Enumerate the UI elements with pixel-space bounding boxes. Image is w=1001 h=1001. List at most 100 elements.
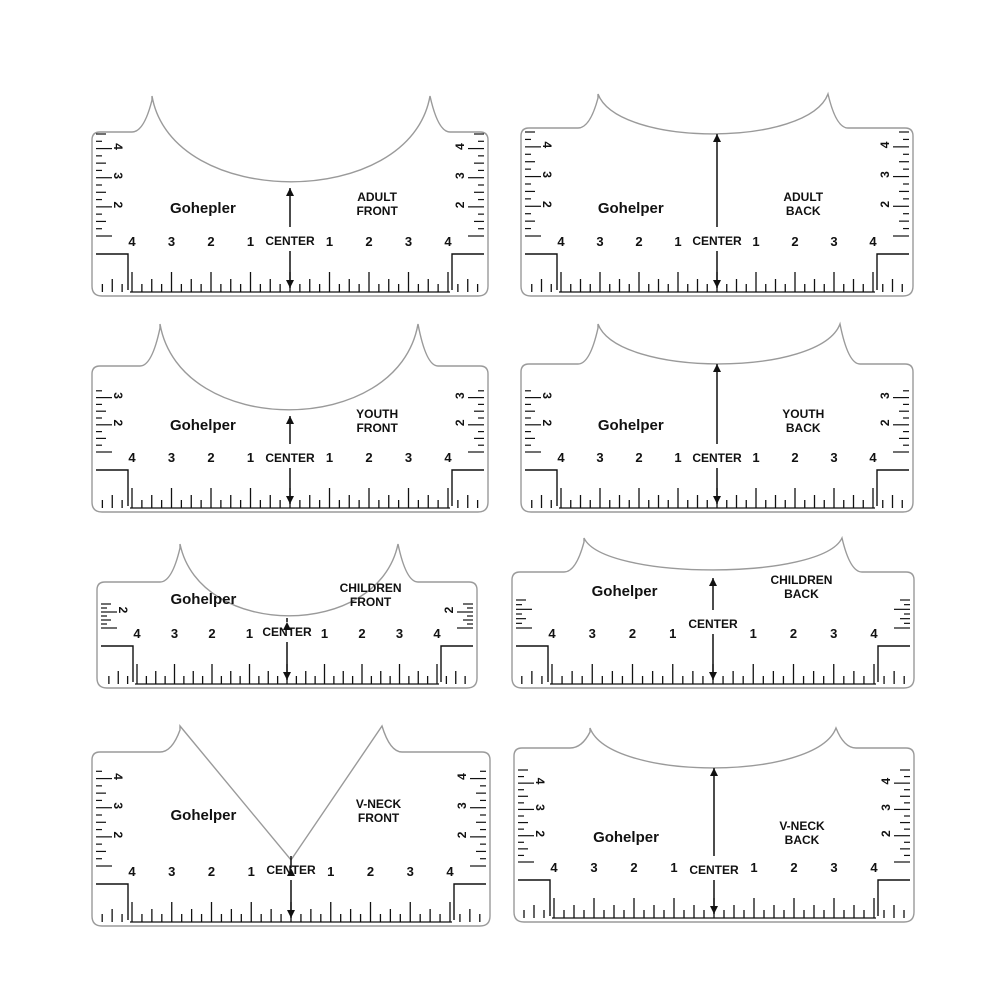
arrow-head-down [713,280,721,288]
inch-number: 2 [635,234,642,249]
side-number-left: 3 [111,802,125,809]
corner-mark-right [877,879,910,916]
ruler-side-label: BACK [784,587,819,601]
inch-number: 1 [246,626,253,641]
ruler-side-label: FRONT [358,811,400,825]
ruler-outline [96,543,478,689]
brand-name: Gohelper [171,807,237,824]
inch-number: 2 [207,234,214,249]
side-number-left: 3 [540,392,554,399]
inch-number: 1 [327,864,334,879]
side-scales [96,770,486,867]
side-number-right: 4 [453,143,467,150]
center-label: CENTER [689,863,739,877]
center-label: CENTER [692,234,742,248]
inch-number: 2 [635,450,642,465]
arrow-head-up [710,768,718,776]
arrow-head-up [287,868,295,876]
inch-number: 4 [444,234,452,249]
inch-number: 3 [596,450,603,465]
inch-number: 3 [171,626,178,641]
arrow-head-up [286,188,294,196]
ruler-side-label: BACK [785,833,820,847]
bottom-ticks [101,488,479,509]
side-number-left: 3 [540,171,554,178]
inch-number: 3 [596,234,603,249]
arrow-head-down [286,496,294,504]
ruler-size-label: V-NECK [779,819,825,833]
inch-number: 3 [168,450,175,465]
bottom-ticks [523,898,905,919]
inch-number: 3 [168,864,175,879]
brand-name: Gohelper [598,417,664,434]
side-number-right: 2 [453,201,467,208]
side-number-right: 3 [878,392,892,399]
center-arrow [710,768,718,914]
inch-number: 4 [446,864,454,879]
side-number-right: 3 [879,804,893,811]
inch-number: 4 [557,450,565,465]
corner-mark-right [451,469,484,506]
arrow-head-down [713,496,721,504]
corner-mark-left [96,883,129,920]
inch-number: 2 [367,864,374,879]
inch-number: 3 [405,450,412,465]
side-number-left: 2 [111,419,125,426]
inch-number: 4 [133,626,141,641]
corner-mark-right [440,645,473,682]
arrow-head-up [286,416,294,424]
arrow-head-up [713,134,721,142]
side-number-right: 2 [878,201,892,208]
ruler-size-label: V-NECK [356,797,402,811]
ruler-side-label: FRONT [356,204,398,218]
inch-number: 1 [750,626,757,641]
inch-number: 2 [790,626,797,641]
corner-mark-left [96,253,129,290]
arrow-head-down [283,672,291,680]
side-number-left: 2 [111,832,125,839]
inch-number: 2 [358,626,365,641]
ruler-side-label: FRONT [356,421,398,435]
ruler-side-label: BACK [786,421,821,435]
bottom-ticks [531,488,903,509]
side-number-left: 2 [116,607,130,614]
inch-number: 1 [670,860,677,875]
brand-name: Gohelper [592,583,658,600]
inch-number: 3 [830,626,837,641]
ruler-size-label: ADULT [357,190,397,204]
inch-number: 1 [750,860,757,875]
arrow-head-down [286,280,294,288]
inch-number: 1 [321,626,328,641]
inch-number: 1 [752,234,759,249]
center-label: CENTER [688,617,738,631]
side-scales [96,133,484,237]
side-scales [516,599,910,629]
ruler-side-label: BACK [786,204,821,218]
center-label: CENTER [265,234,315,248]
side-number-right: 2 [878,419,892,426]
corner-mark-right [453,883,486,920]
corner-mark-left [101,645,134,682]
bottom-ticks [521,664,905,685]
ruler-size-label: YOUTH [356,407,398,421]
side-scales [525,131,909,237]
side-number-right: 3 [453,172,467,179]
center-arrow [709,578,717,680]
center-arrow [286,416,294,504]
corner-mark-left [96,469,129,506]
inch-number: 2 [208,626,215,641]
side-number-right: 3 [453,392,467,399]
brand-name: Gohelper [598,200,664,217]
inch-number: 1 [674,450,681,465]
inch-number: 2 [790,860,797,875]
side-number-right: 4 [878,141,892,148]
inch-number: 3 [830,450,837,465]
corner-mark-right [451,253,484,290]
side-number-left: 2 [533,830,547,837]
arrow-head-down [710,906,718,914]
